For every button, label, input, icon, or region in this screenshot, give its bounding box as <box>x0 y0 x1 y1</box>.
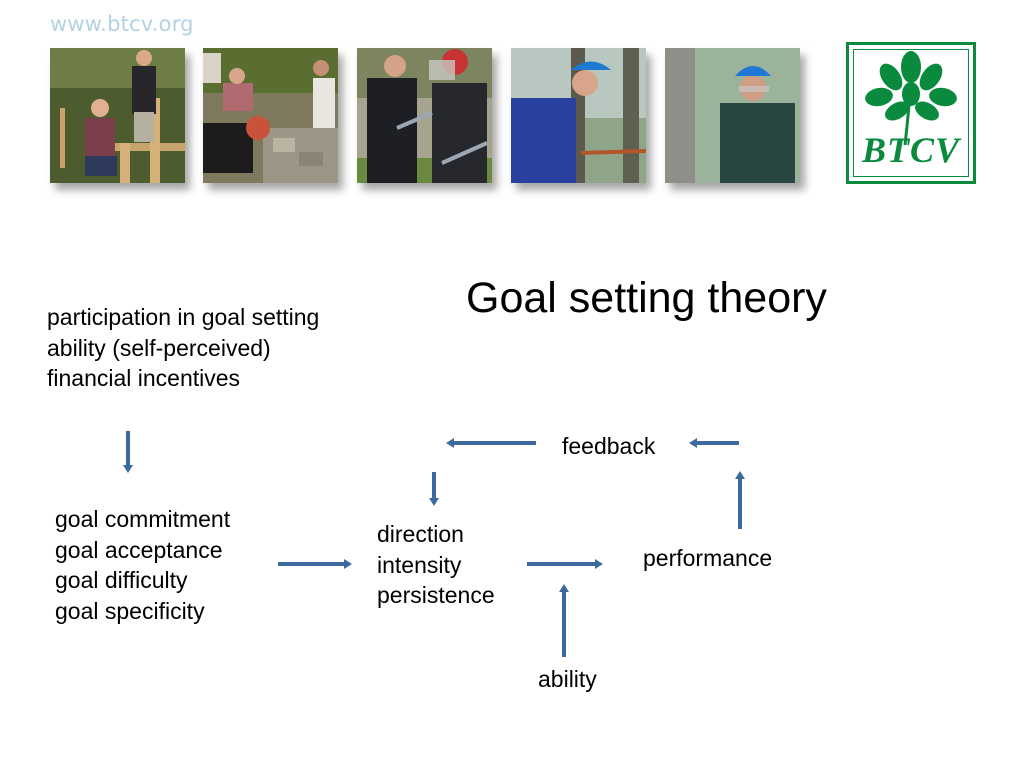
worker-with-hard-hat-by-tree-photo <box>665 48 800 183</box>
antecedent-item: financial incentives <box>47 365 241 391</box>
volunteers-building-fence-photo <box>50 48 185 183</box>
website-url[interactable]: www.btcv.org <box>50 12 194 36</box>
mechanisms-to-performance-arrow <box>527 559 603 569</box>
worker-in-blue-hard-hat-photo <box>511 48 646 183</box>
goal-attributes-list: goal commitment goal acceptance goal dif… <box>55 504 230 626</box>
btcv-logo[interactable]: BTCV <box>846 42 976 184</box>
goal-attribute-item: goal acceptance <box>55 536 223 563</box>
mechanism-item: persistence <box>377 582 495 608</box>
feedback-out-arrow <box>446 438 536 448</box>
diagram-title: Goal setting theory <box>466 274 827 322</box>
mechanism-item: intensity <box>377 551 462 578</box>
volunteers-dry-stone-walling-photo <box>203 48 338 183</box>
oak-leaves-icon <box>865 51 957 145</box>
volunteers-with-safety-visors-photo <box>357 48 492 183</box>
mechanism-item: direction <box>377 521 464 547</box>
ability-label: ability <box>538 666 597 692</box>
ability-to-mechanisms-arrow <box>559 584 569 657</box>
antecedents-list: participation in goal setting ability (s… <box>47 302 319 394</box>
goal-attribute-item: goal specificity <box>55 597 205 624</box>
goals-to-mechanisms-arrow <box>278 559 352 569</box>
antecedents-to-goals-arrow <box>123 431 133 473</box>
feedback-label: feedback <box>562 433 656 459</box>
logo-text: BTCV <box>861 130 961 170</box>
antecedent-item: ability (self-perceived) <box>47 334 271 361</box>
performance-label: performance <box>643 545 773 571</box>
goal-attribute-item: goal commitment <box>55 506 231 532</box>
antecedent-item: participation in goal setting <box>47 304 320 330</box>
mechanisms-list: direction intensity persistence <box>377 519 495 611</box>
goal-attribute-item: goal difficulty <box>55 567 188 593</box>
performance-to-feedback-arrow <box>735 471 745 529</box>
feedback-to-mechanisms-arrow <box>429 472 439 506</box>
feedback-in-arrow <box>689 438 739 448</box>
